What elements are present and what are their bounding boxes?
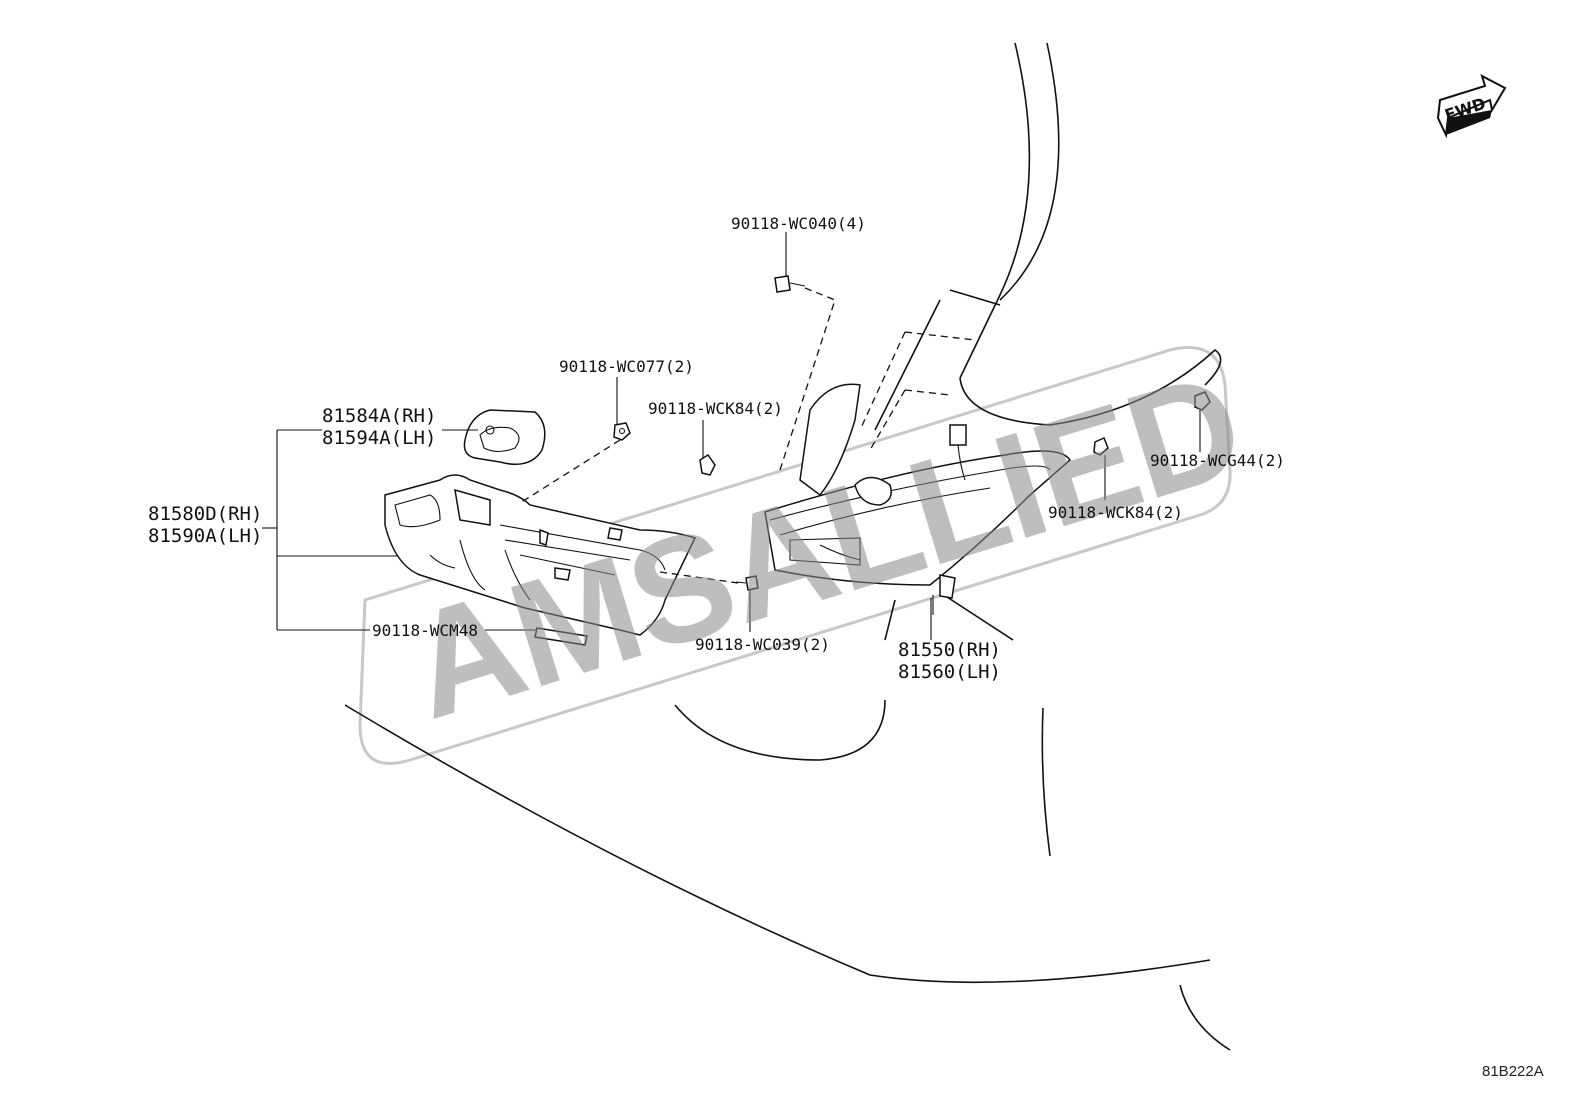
clip-right <box>1194 391 1211 411</box>
callout-socket-rh: 81550(RH) <box>898 639 1001 661</box>
lamp-bracket <box>463 409 546 465</box>
callout-socket-lh: 81560(LH) <box>898 661 1001 683</box>
diagram-code: 81B222A <box>1482 1063 1544 1080</box>
clip-right2 <box>1093 436 1109 456</box>
clip-mid <box>699 453 716 476</box>
assembly-dashed-lines <box>519 287 976 584</box>
screw-low <box>735 575 759 591</box>
callout-bracket-rh: 81584A(RH) <box>322 405 436 427</box>
callout-lamp-assy-rh: 81580D(RH) <box>148 503 262 525</box>
callout-bolt-top: 90118-WC040(4) <box>731 214 866 233</box>
callout-screw-low: 90118-WC039(2) <box>695 635 830 654</box>
nut-left <box>613 422 631 441</box>
callout-nut-left: 90118-WC077(2) <box>559 357 694 376</box>
callout-lamp-assy-lh: 81590A(LH) <box>148 525 262 547</box>
callout-clip-right2: 90118-WCK84(2) <box>1048 503 1183 522</box>
callout-clip-right: 90118-WCG44(2) <box>1150 451 1285 470</box>
vehicle-body-lines <box>344 42 1231 1051</box>
corner-lamp-housing <box>764 383 1071 615</box>
bolt-top <box>774 275 806 293</box>
watermark-frame <box>358 346 1232 765</box>
callout-bulb-strip: 90118-WCM48 <box>372 621 478 640</box>
callout-clip-mid: 90118-WCK84(2) <box>648 399 783 418</box>
leader-lines <box>262 232 1201 640</box>
lens-strip <box>534 627 588 646</box>
fwd-arrow-icon: FWD <box>1436 74 1507 139</box>
turn-signal-lamp-assembly <box>384 474 697 636</box>
callout-bracket-lh: 81594A(LH) <box>322 427 436 449</box>
